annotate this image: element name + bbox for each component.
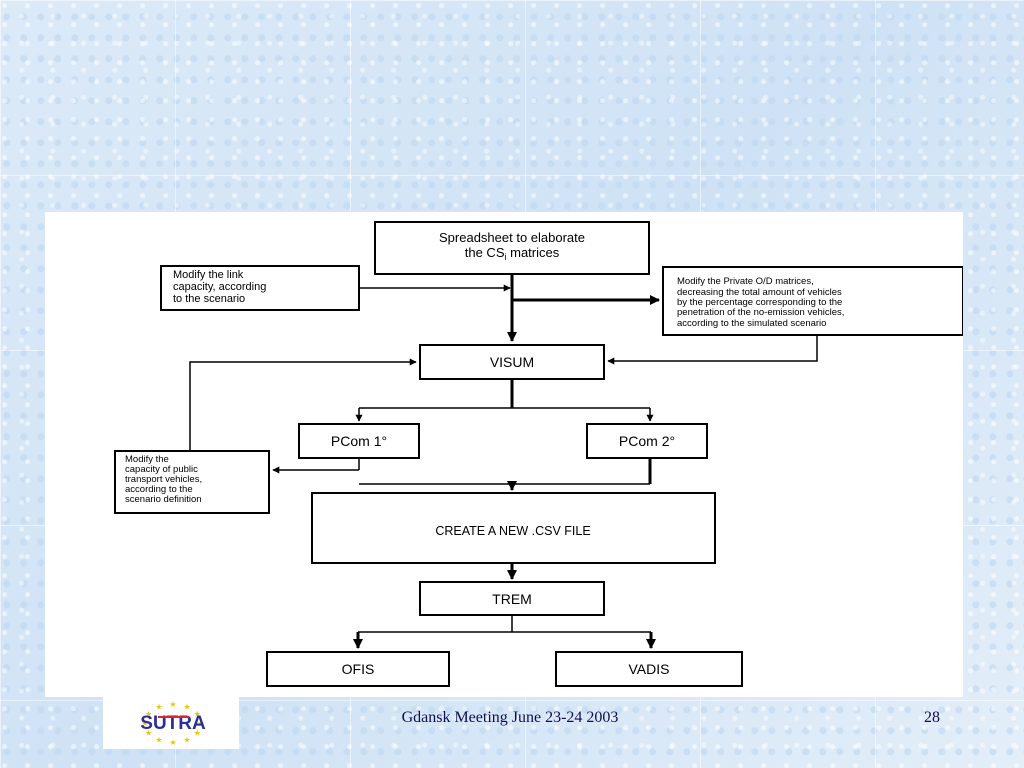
arrow-private-od-visum: [607, 335, 818, 365]
csv-box: CREATE A NEW .CSV FILE: [311, 492, 716, 564]
ofis-label: OFIS: [342, 661, 375, 677]
eu-stars-ring: ★★★★★★★★★★★★: [141, 700, 204, 747]
star-icon: ★: [155, 703, 162, 712]
private-od-line-3: by the percentage corresponding to the: [677, 297, 842, 308]
link-capacity-line-2: capacity, according: [173, 281, 266, 293]
pcom2-label: PCom 2°: [619, 433, 675, 449]
ofis-box: OFIS: [266, 651, 450, 687]
connectors: [189, 274, 818, 649]
star-icon: ★: [194, 710, 201, 719]
star-icon: ★: [155, 735, 162, 744]
spreadsheet-box: Spreadsheet to elaborate the CSi matrice…: [374, 221, 650, 275]
star-icon: ★: [183, 735, 190, 744]
visum-box: VISUM: [419, 344, 605, 380]
vadis-box: VADIS: [555, 651, 743, 687]
footer-text: Gdansk Meeting June 23-24 2003: [401, 709, 619, 726]
pcom1-label: PCom 1°: [331, 433, 387, 449]
vadis-label: VADIS: [629, 661, 670, 677]
sutra-logo-graphic: ★★★★★★★★★★★★ SUTRA: [140, 700, 206, 747]
link-capacity-line-3: to the scenario: [173, 293, 245, 305]
link-capacity-line-1: Modify the link: [173, 269, 244, 281]
private-od-line-5: according to the simulated scenario: [677, 318, 826, 329]
private-od-line-1: Modify the Private O/D matrices,: [677, 276, 814, 287]
star-icon: ★: [183, 703, 190, 712]
private-od-line-2: decreasing the total amount of vehicles: [677, 287, 842, 298]
pcom1-box: PCom 1°: [298, 423, 420, 459]
public-transport-line-3: transport vehicles,: [125, 474, 202, 485]
visum-label: VISUM: [490, 354, 534, 370]
star-icon: ★: [169, 700, 176, 709]
public-transport-line-4: according to the: [125, 484, 193, 495]
star-icon: ★: [145, 710, 152, 719]
trem-box: TREM: [419, 581, 605, 616]
sutra-logo-text: SUTRA: [140, 713, 206, 734]
private-od-line-4: penetration of the no-emission vehicles,: [677, 307, 844, 318]
csv-label: CREATE A NEW .CSV FILE: [435, 524, 590, 538]
public-transport-line-2: capacity of public: [125, 464, 198, 475]
star-icon: ★: [169, 738, 176, 747]
spreadsheet-line-2: the CSi matrices: [465, 245, 560, 262]
link-capacity-box: Modify the link capacity, according to t…: [160, 265, 360, 311]
public-transport-line-5: scenario definition: [125, 494, 202, 505]
public-transport-box: Modify the capacity of public transport …: [114, 450, 270, 514]
star-icon: ★: [194, 729, 201, 738]
spreadsheet-line-1: Spreadsheet to elaborate: [439, 230, 585, 245]
page-number: 28: [924, 709, 940, 726]
private-od-box: Modify the Private O/D matrices, decreas…: [662, 266, 963, 336]
flowchart: Spreadsheet to elaborate the CSi matrice…: [114, 221, 963, 687]
arrow-public-transport-visum: [189, 358, 417, 451]
pcom2-box: PCom 2°: [586, 423, 708, 459]
sutra-logo: ★★★★★★★★★★★★ SUTRA: [103, 697, 239, 749]
trem-label: TREM: [492, 591, 532, 607]
star-icon: ★: [145, 729, 152, 738]
star-icon: ★: [141, 719, 148, 728]
public-transport-line-1: Modify the: [125, 454, 169, 465]
star-icon: ★: [197, 719, 204, 728]
flowchart-panel: Spreadsheet to elaborate the CSi matrice…: [45, 212, 963, 697]
